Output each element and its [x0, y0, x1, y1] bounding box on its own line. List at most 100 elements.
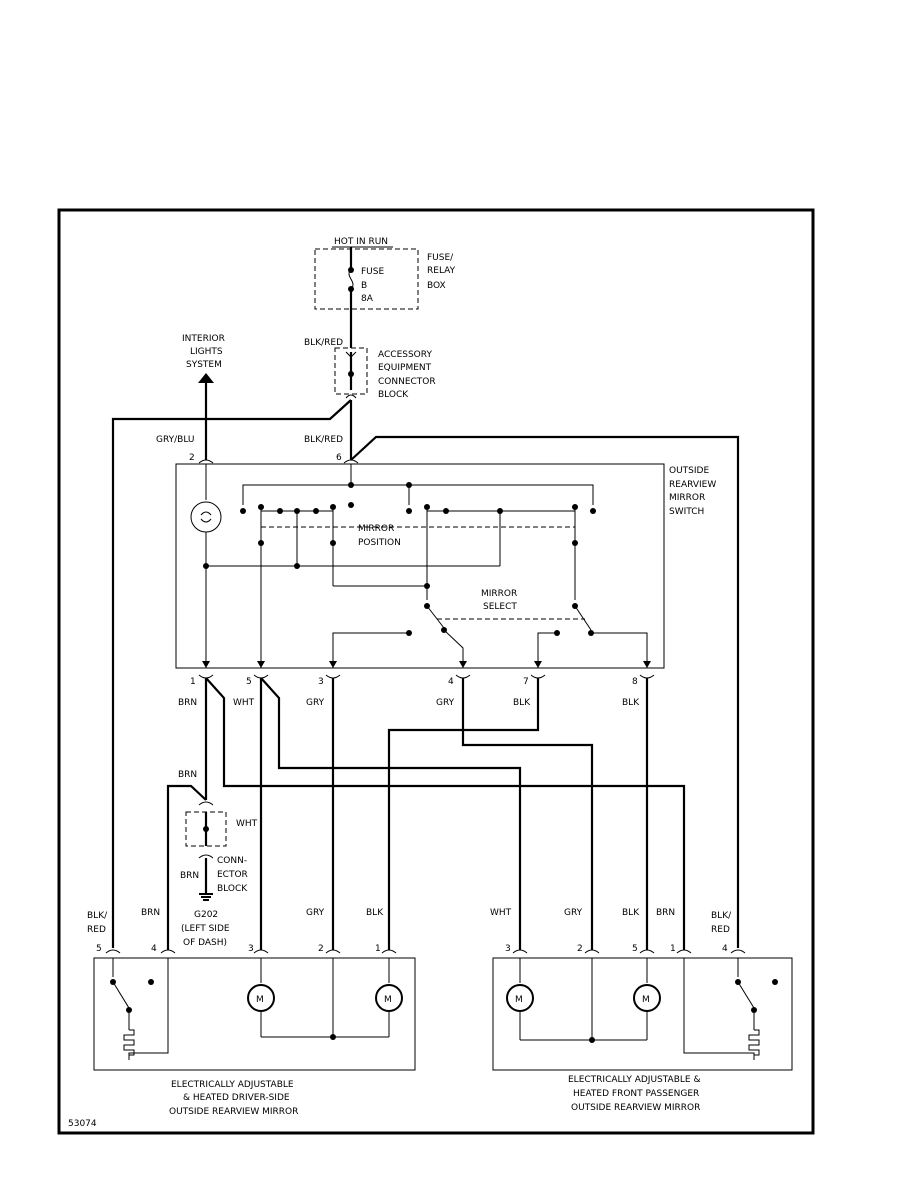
- passenger-pin5-number: 5: [632, 944, 638, 954]
- connector-wire-side: WHT: [236, 819, 258, 829]
- blk-red-wire-passenger: [350, 435, 740, 948]
- driver-mirror-box: [93, 957, 416, 1071]
- accessory-connector-block: BLK/RED ACCESSORY EQUIPMENT CONNECTOR BL…: [304, 338, 436, 400]
- fuse-id: B: [361, 281, 367, 291]
- accessory-label-3: CONNECTOR: [378, 377, 436, 387]
- accessory-label-1: ACCESSORY: [378, 350, 432, 360]
- switch-label-4: SWITCH: [669, 507, 704, 517]
- switch-pin1-number: 1: [190, 677, 196, 687]
- ground-g202: G202 (LEFT SIDE OF DASH): [181, 893, 230, 948]
- driver-mirror: BLK/ RED BRN GRY BLK 5 4 3 2 1 M M ELECT…: [87, 908, 416, 1117]
- connector-wire-bottom: BRN: [180, 871, 199, 881]
- driver-pin2-number: 2: [318, 944, 324, 954]
- interior-lights-label-1: INTERIOR: [182, 334, 225, 344]
- switch-pin6-wire: BLK/RED: [304, 435, 343, 445]
- interior-lights-label-3: SYSTEM: [186, 360, 222, 370]
- fuse-box-label-1: FUSE/: [427, 253, 454, 263]
- switch-pin3-wire: GRY: [306, 698, 325, 708]
- heater-element-icon: [748, 1029, 760, 1056]
- switch-label-2: REARVIEW: [669, 480, 716, 490]
- accessory-label-2: EQUIPMENT: [378, 363, 432, 373]
- mirror-position-label-2: POSITION: [358, 538, 401, 548]
- motor-label: M: [384, 995, 392, 1005]
- blk-red-wire-driver: [111, 399, 352, 948]
- switch-pin2-number: 2: [189, 453, 195, 463]
- switch-pin3-number: 3: [318, 677, 324, 687]
- passenger-pin4-wire-1: BLK/: [711, 911, 732, 921]
- passenger-pin4-wire-2: RED: [711, 925, 730, 935]
- fuse-rating: 8A: [361, 294, 374, 304]
- switch-pin8-number: 8: [632, 677, 638, 687]
- passenger-mirror-box: [492, 957, 793, 1071]
- switch-pin6-number: 6: [336, 453, 342, 463]
- switch-pin7-wire: BLK: [513, 698, 531, 708]
- interior-lights-label-2: LIGHTS: [190, 347, 223, 357]
- mirror-position-label-1: MIRROR: [358, 524, 394, 534]
- heater-element-icon: [123, 1029, 135, 1056]
- driver-caption-3: OUTSIDE REARVIEW MIRROR: [169, 1107, 298, 1117]
- driver-pin3-number: 3: [248, 944, 254, 954]
- mirror-select-label-1: MIRROR: [481, 589, 517, 599]
- fuse-name: FUSE: [361, 267, 384, 277]
- fuse-box-label-3: BOX: [427, 281, 446, 291]
- mirror-switch: OUTSIDE REARVIEW MIRROR SWITCH: [175, 463, 716, 669]
- ground-location-1: (LEFT SIDE: [181, 924, 230, 934]
- switch-pin1-wire: BRN: [178, 698, 197, 708]
- connector-label-3: BLOCK: [217, 884, 248, 894]
- diagram-id: 53074: [68, 1119, 97, 1129]
- fuse-box-label-2: RELAY: [427, 266, 456, 276]
- passenger-pin3-number: 3: [505, 944, 511, 954]
- passenger-mirror: WHT GRY BLK BRN BLK/ RED 3 2 5 1 4 M M: [490, 908, 793, 1113]
- mirror-select-label-2: SELECT: [483, 602, 517, 612]
- driver-caption-2: & HEATED DRIVER-SIDE: [183, 1093, 290, 1103]
- switch-pin4-number: 4: [448, 677, 454, 687]
- motor-label: M: [515, 995, 523, 1005]
- connector-label-1: CONN-: [217, 856, 247, 866]
- driver-pin5-wire-1: BLK/: [87, 911, 108, 921]
- ground-id: G202: [194, 910, 218, 920]
- ground-location-2: OF DASH): [183, 938, 227, 948]
- connector-wire-top: BRN: [178, 770, 197, 780]
- driver-pin4-number: 4: [151, 944, 157, 954]
- arrow-up-icon: [198, 373, 214, 383]
- harness-wires: [204, 677, 686, 950]
- interior-lights-system: INTERIOR LIGHTS SYSTEM: [182, 334, 225, 460]
- connector-block: BRN WHT BRN CONN- ECTOR BLOCK: [166, 770, 258, 950]
- driver-pin5-number: 5: [96, 944, 102, 954]
- motor-label: M: [256, 995, 264, 1005]
- accessory-wire-label: BLK/RED: [304, 338, 343, 348]
- diagram-frame: [57, 208, 815, 1135]
- passenger-pin5-wire: BLK: [622, 908, 640, 918]
- passenger-pin2-wire: GRY: [564, 908, 583, 918]
- motor-label: M: [642, 995, 650, 1005]
- switch-pin2-wire: GRY/BLU: [156, 435, 195, 445]
- driver-pin1-number: 1: [375, 944, 381, 954]
- driver-pin2-wire: GRY: [306, 908, 325, 918]
- lamp-icon: [190, 501, 222, 533]
- passenger-pin2-number: 2: [577, 944, 583, 954]
- fuse-relay-box: HOT IN RUN FUSE B 8A FUSE/ RELAY BOX: [314, 237, 456, 348]
- switch-pin7-number: 7: [523, 677, 529, 687]
- driver-pin4-wire: BRN: [141, 908, 160, 918]
- passenger-pin4-number: 4: [722, 944, 728, 954]
- switch-pin5-wire: WHT: [233, 698, 255, 708]
- switch-label-3: MIRROR: [669, 493, 705, 503]
- passenger-pin1-wire: BRN: [656, 908, 675, 918]
- switch-label-1: OUTSIDE: [669, 466, 709, 476]
- driver-caption-1: ELECTRICALLY ADJUSTABLE: [171, 1080, 294, 1090]
- passenger-pin1-number: 1: [670, 944, 676, 954]
- switch-pin8-wire: BLK: [622, 698, 640, 708]
- switch-pin4-wire: GRY: [436, 698, 455, 708]
- driver-pin1-wire: BLK: [366, 908, 384, 918]
- connector-label-2: ECTOR: [217, 870, 248, 880]
- passenger-caption-1: ELECTRICALLY ADJUSTABLE &: [568, 1075, 700, 1085]
- passenger-caption-3: OUTSIDE REARVIEW MIRROR: [571, 1103, 700, 1113]
- switch-box: [175, 463, 665, 669]
- passenger-pin3-wire: WHT: [490, 908, 512, 918]
- passenger-caption-2: HEATED FRONT PASSENGER: [573, 1089, 699, 1099]
- accessory-label-4: BLOCK: [378, 390, 409, 400]
- hot-in-run-label: HOT IN RUN: [334, 237, 388, 247]
- driver-pin5-wire-2: RED: [87, 925, 106, 935]
- switch-pin5-number: 5: [246, 677, 252, 687]
